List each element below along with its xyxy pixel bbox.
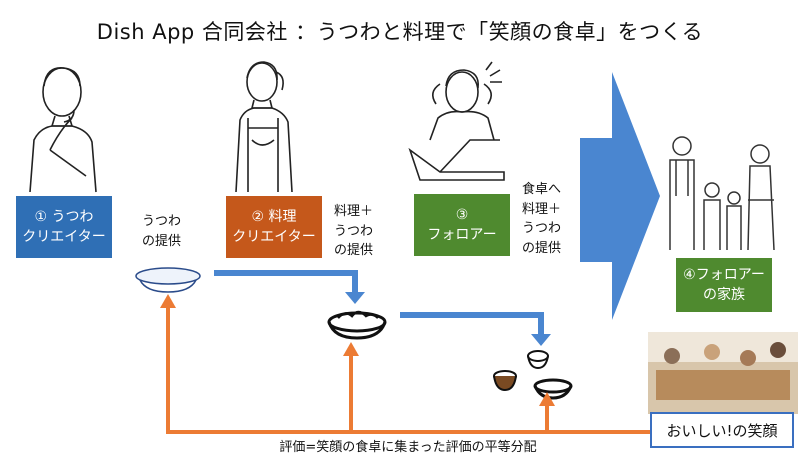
dish-icon bbox=[135, 267, 201, 293]
follower-box: ③ フォロアー bbox=[414, 194, 510, 256]
page-title: Dish App 合同会社 ：うつわと料理で「笑顔の食卓」をつくる bbox=[96, 20, 704, 44]
dish-food-provision-label: 料理＋ うつわ の提供 bbox=[334, 204, 374, 258]
dish-provision-label: うつわ の提供 bbox=[142, 214, 182, 249]
blue-flow-arrows bbox=[214, 270, 551, 346]
family-meal-photo bbox=[648, 332, 798, 414]
creator2-box: ② 料理 クリエイター bbox=[226, 196, 322, 258]
creator2-illustration bbox=[235, 61, 293, 193]
big-arrow bbox=[580, 72, 660, 320]
family-box: ④フォロアー の家族 bbox=[676, 258, 772, 312]
smile-callout: おいしい!の笑顔 bbox=[650, 412, 794, 448]
feedback-label: 評価=笑顔の食卓に集まった評価の平等分配 bbox=[279, 440, 537, 455]
table-set-icon bbox=[493, 350, 573, 400]
dish-food-icon bbox=[327, 310, 387, 340]
orange-feedback-arrows bbox=[160, 294, 650, 434]
creator1-illustration bbox=[29, 67, 97, 193]
creator1-box: ① うつわ クリエイター bbox=[16, 196, 112, 258]
table-food-provision-label: 食卓へ 料理＋ うつわ の提供 bbox=[522, 182, 562, 256]
follower-illustration bbox=[408, 61, 505, 181]
family-illustration bbox=[669, 136, 775, 251]
